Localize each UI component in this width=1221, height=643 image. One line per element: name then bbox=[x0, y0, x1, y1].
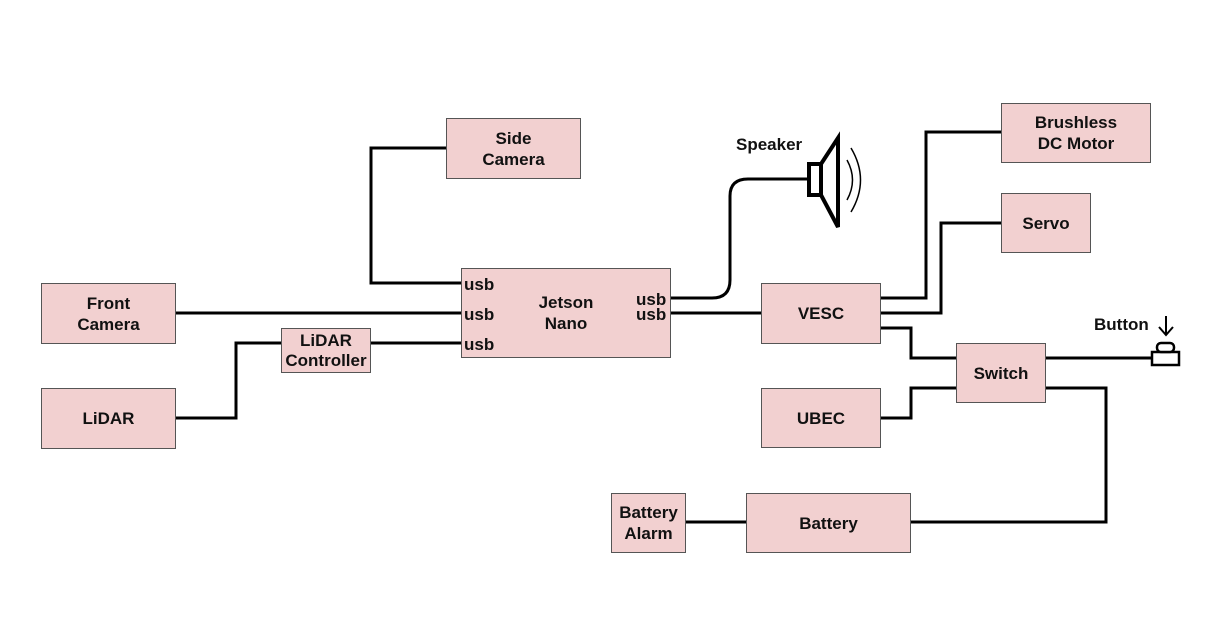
switch-label: Switch bbox=[973, 363, 1029, 383]
jetson-nano-label-line2: Nano bbox=[544, 314, 588, 333]
wire-side-camera bbox=[369, 146, 462, 285]
front-camera-label-line2: Camera bbox=[77, 314, 140, 334]
switch-box: Switch bbox=[956, 343, 1046, 403]
jetson-usb-port-3: usb bbox=[464, 335, 495, 354]
vesc-box: VESC bbox=[761, 283, 881, 344]
lidar-controller-label-line2: Controller bbox=[285, 350, 367, 370]
wire-motor bbox=[880, 130, 1002, 300]
brushless-motor-box: Brushless DC Motor bbox=[1001, 103, 1151, 163]
battery-label: Battery bbox=[799, 513, 858, 533]
wire-speaker bbox=[670, 177, 808, 300]
battery-alarm-label-line2: Alarm bbox=[624, 524, 673, 543]
brushless-motor-label-line1: Brushless bbox=[1034, 113, 1118, 132]
side-camera-label-line2: Camera bbox=[482, 149, 545, 169]
jetson-usb-port-2: usb bbox=[464, 305, 495, 324]
jetson-usb-port-4: usb bbox=[636, 290, 667, 309]
side-camera-label-line1: Side bbox=[495, 128, 532, 148]
side-camera-box: Side Camera bbox=[446, 118, 581, 179]
ubec-box: UBEC bbox=[761, 388, 881, 448]
servo-label: Servo bbox=[1022, 213, 1070, 233]
button-label: Button bbox=[1094, 315, 1149, 334]
lidar-controller-label-line1: LiDAR bbox=[300, 330, 352, 350]
battery-box: Battery bbox=[746, 493, 911, 553]
wire-vesc-switch bbox=[880, 326, 957, 360]
jetson-nano-box: Jetson Nano bbox=[461, 268, 671, 358]
servo-box: Servo bbox=[1001, 193, 1091, 253]
wire-lidar bbox=[176, 341, 282, 420]
vesc-label: VESC bbox=[797, 304, 845, 323]
speaker-label: Speaker bbox=[736, 135, 803, 154]
battery-alarm-label-line1: Battery bbox=[619, 503, 678, 522]
battery-alarm-box: Battery Alarm bbox=[611, 493, 686, 553]
speaker-icon bbox=[807, 131, 862, 228]
front-camera-box: Front Camera bbox=[41, 283, 176, 344]
lidar-box: LiDAR bbox=[41, 388, 176, 449]
wire-ubec-switch bbox=[880, 386, 957, 420]
push-button-icon bbox=[1150, 341, 1181, 367]
lidar-controller-box: LiDAR Controller bbox=[281, 328, 371, 373]
brushless-motor-label-line2: DC Motor bbox=[1037, 134, 1115, 153]
wire-battery bbox=[911, 386, 1108, 524]
jetson-nano-label-line1: Jetson bbox=[538, 293, 594, 312]
front-camera-label-line1: Front bbox=[86, 293, 131, 313]
ubec-label: UBEC bbox=[796, 408, 846, 428]
jetson-usb-port-1: usb bbox=[464, 275, 495, 294]
wire-servo bbox=[880, 221, 1002, 315]
jetson-usb-port-5: usb bbox=[636, 305, 667, 324]
arrow-down-icon bbox=[1158, 316, 1174, 337]
lidar-label: LiDAR bbox=[82, 409, 135, 428]
